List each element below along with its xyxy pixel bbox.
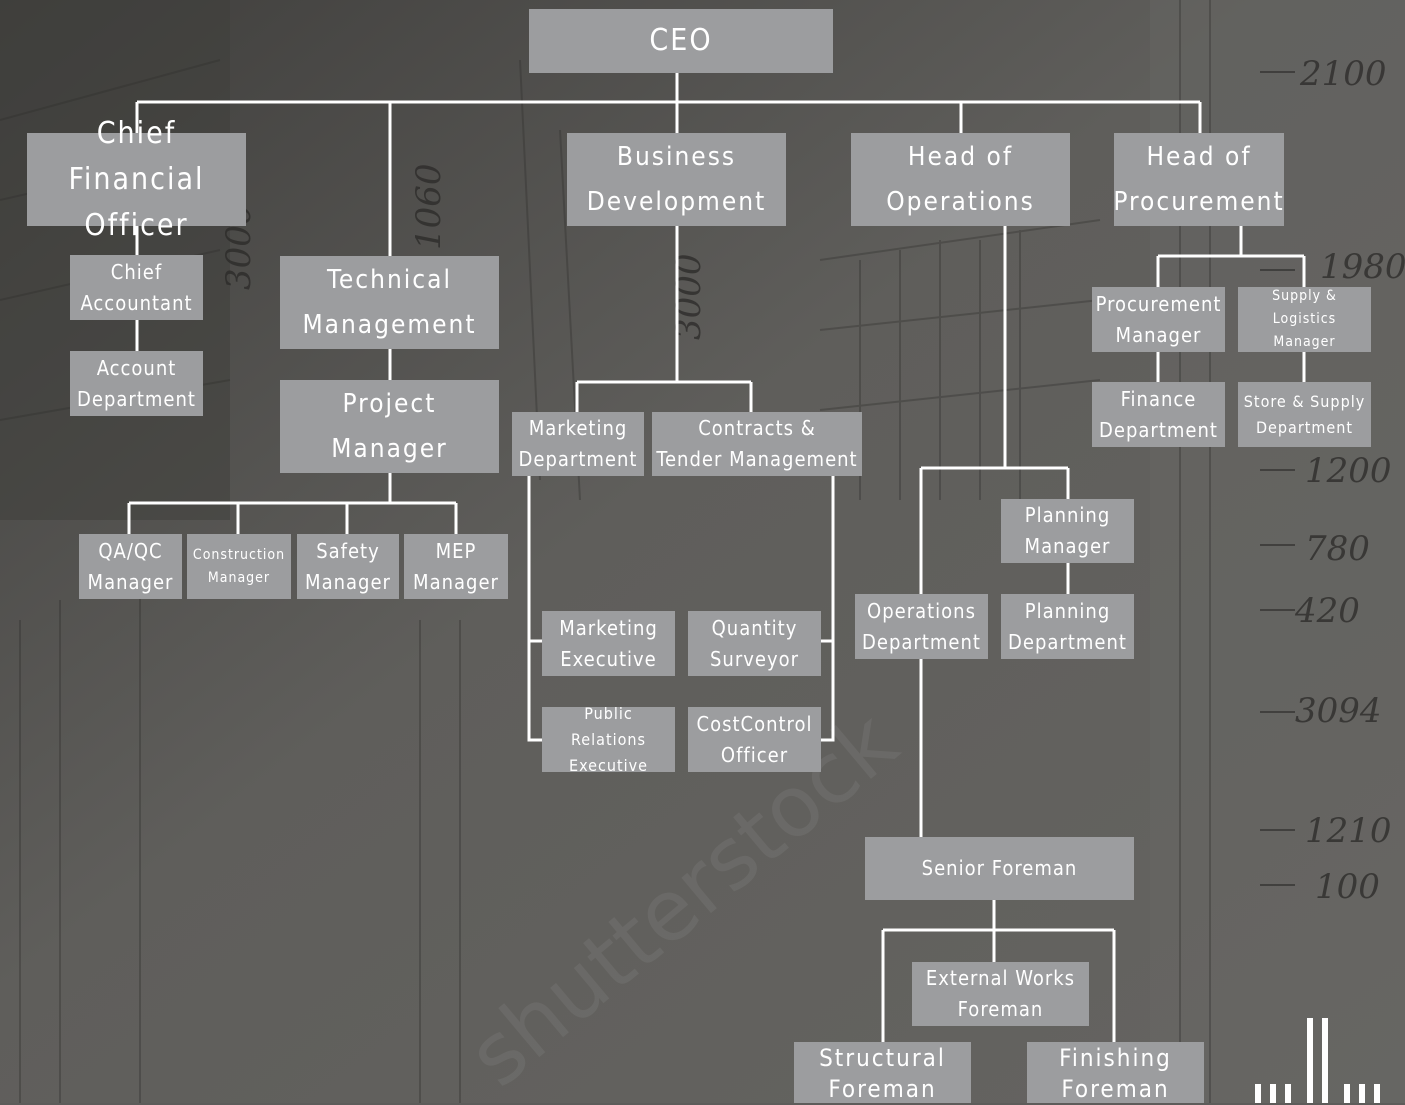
node-quantity-surveyor: Quantity Surveyor xyxy=(688,611,821,676)
node-construction-manager: Construction Manager xyxy=(187,534,291,599)
node-marketing-department: Marketing Department xyxy=(512,412,644,476)
building-logo-icon xyxy=(1255,1018,1380,1103)
sketch-label: 780 xyxy=(1305,529,1370,569)
node-chief-accountant: Chief Accountant xyxy=(70,255,203,320)
node-supply-logistics-manager: Supply & Logistics Manager xyxy=(1238,287,1371,352)
sketch-label: 1060 xyxy=(409,163,449,250)
node-mep-manager: MEP Manager xyxy=(404,534,508,599)
node-structural-foreman: Structural Foreman xyxy=(794,1042,971,1103)
node-contracts-tender-management: Contracts & Tender Management xyxy=(652,412,862,476)
node-public-relations-executive: Public Relations Executive xyxy=(542,704,675,775)
node-planning-department: Planning Department xyxy=(1001,594,1134,659)
node-finishing-foreman: Finishing Foreman xyxy=(1027,1042,1204,1103)
sketch-label: 1200 xyxy=(1305,451,1392,491)
sketch-label: 3094 xyxy=(1295,691,1382,731)
node-operations-department: Operations Department xyxy=(855,594,988,659)
node-store-supply-department: Store & Supply Department xyxy=(1238,382,1371,447)
sketch-label: 420 xyxy=(1294,591,1360,631)
node-planning-manager: Planning Manager xyxy=(1001,499,1134,563)
node-safety-manager: Safety Manager xyxy=(297,534,399,599)
sketch-label: 2100 xyxy=(1299,54,1387,94)
node-procurement-manager: Procurement Manager xyxy=(1092,287,1225,352)
node-ceo: CEO xyxy=(529,9,833,73)
node-qa-qc-manager: QA/QC Manager xyxy=(79,534,182,599)
node-project-manager: Project Manager xyxy=(280,380,499,473)
node-senior-foreman: Senior Foreman xyxy=(865,837,1134,900)
node-marketing-executive: Marketing Executive xyxy=(542,611,675,676)
sketch-label: 100 xyxy=(1315,867,1380,907)
sketch-label: 1210 xyxy=(1305,811,1392,851)
node-finance-department: Finance Department xyxy=(1092,382,1225,447)
node-account-department: Account Department xyxy=(70,351,203,416)
node-cost-control-officer: CostControl Officer xyxy=(688,707,821,772)
node-head-of-operations: Head of Operations xyxy=(851,133,1070,226)
node-external-works-foreman: External Works Foreman xyxy=(912,962,1089,1026)
sketch-label: 1980 xyxy=(1320,247,1405,287)
node-business-development: Business Development xyxy=(567,133,786,226)
node-technical-management: Technical Management xyxy=(280,256,499,349)
node-head-of-procurement: Head of Procurement xyxy=(1113,133,1284,226)
node-cfo: Chief Financial Officer xyxy=(27,116,246,243)
